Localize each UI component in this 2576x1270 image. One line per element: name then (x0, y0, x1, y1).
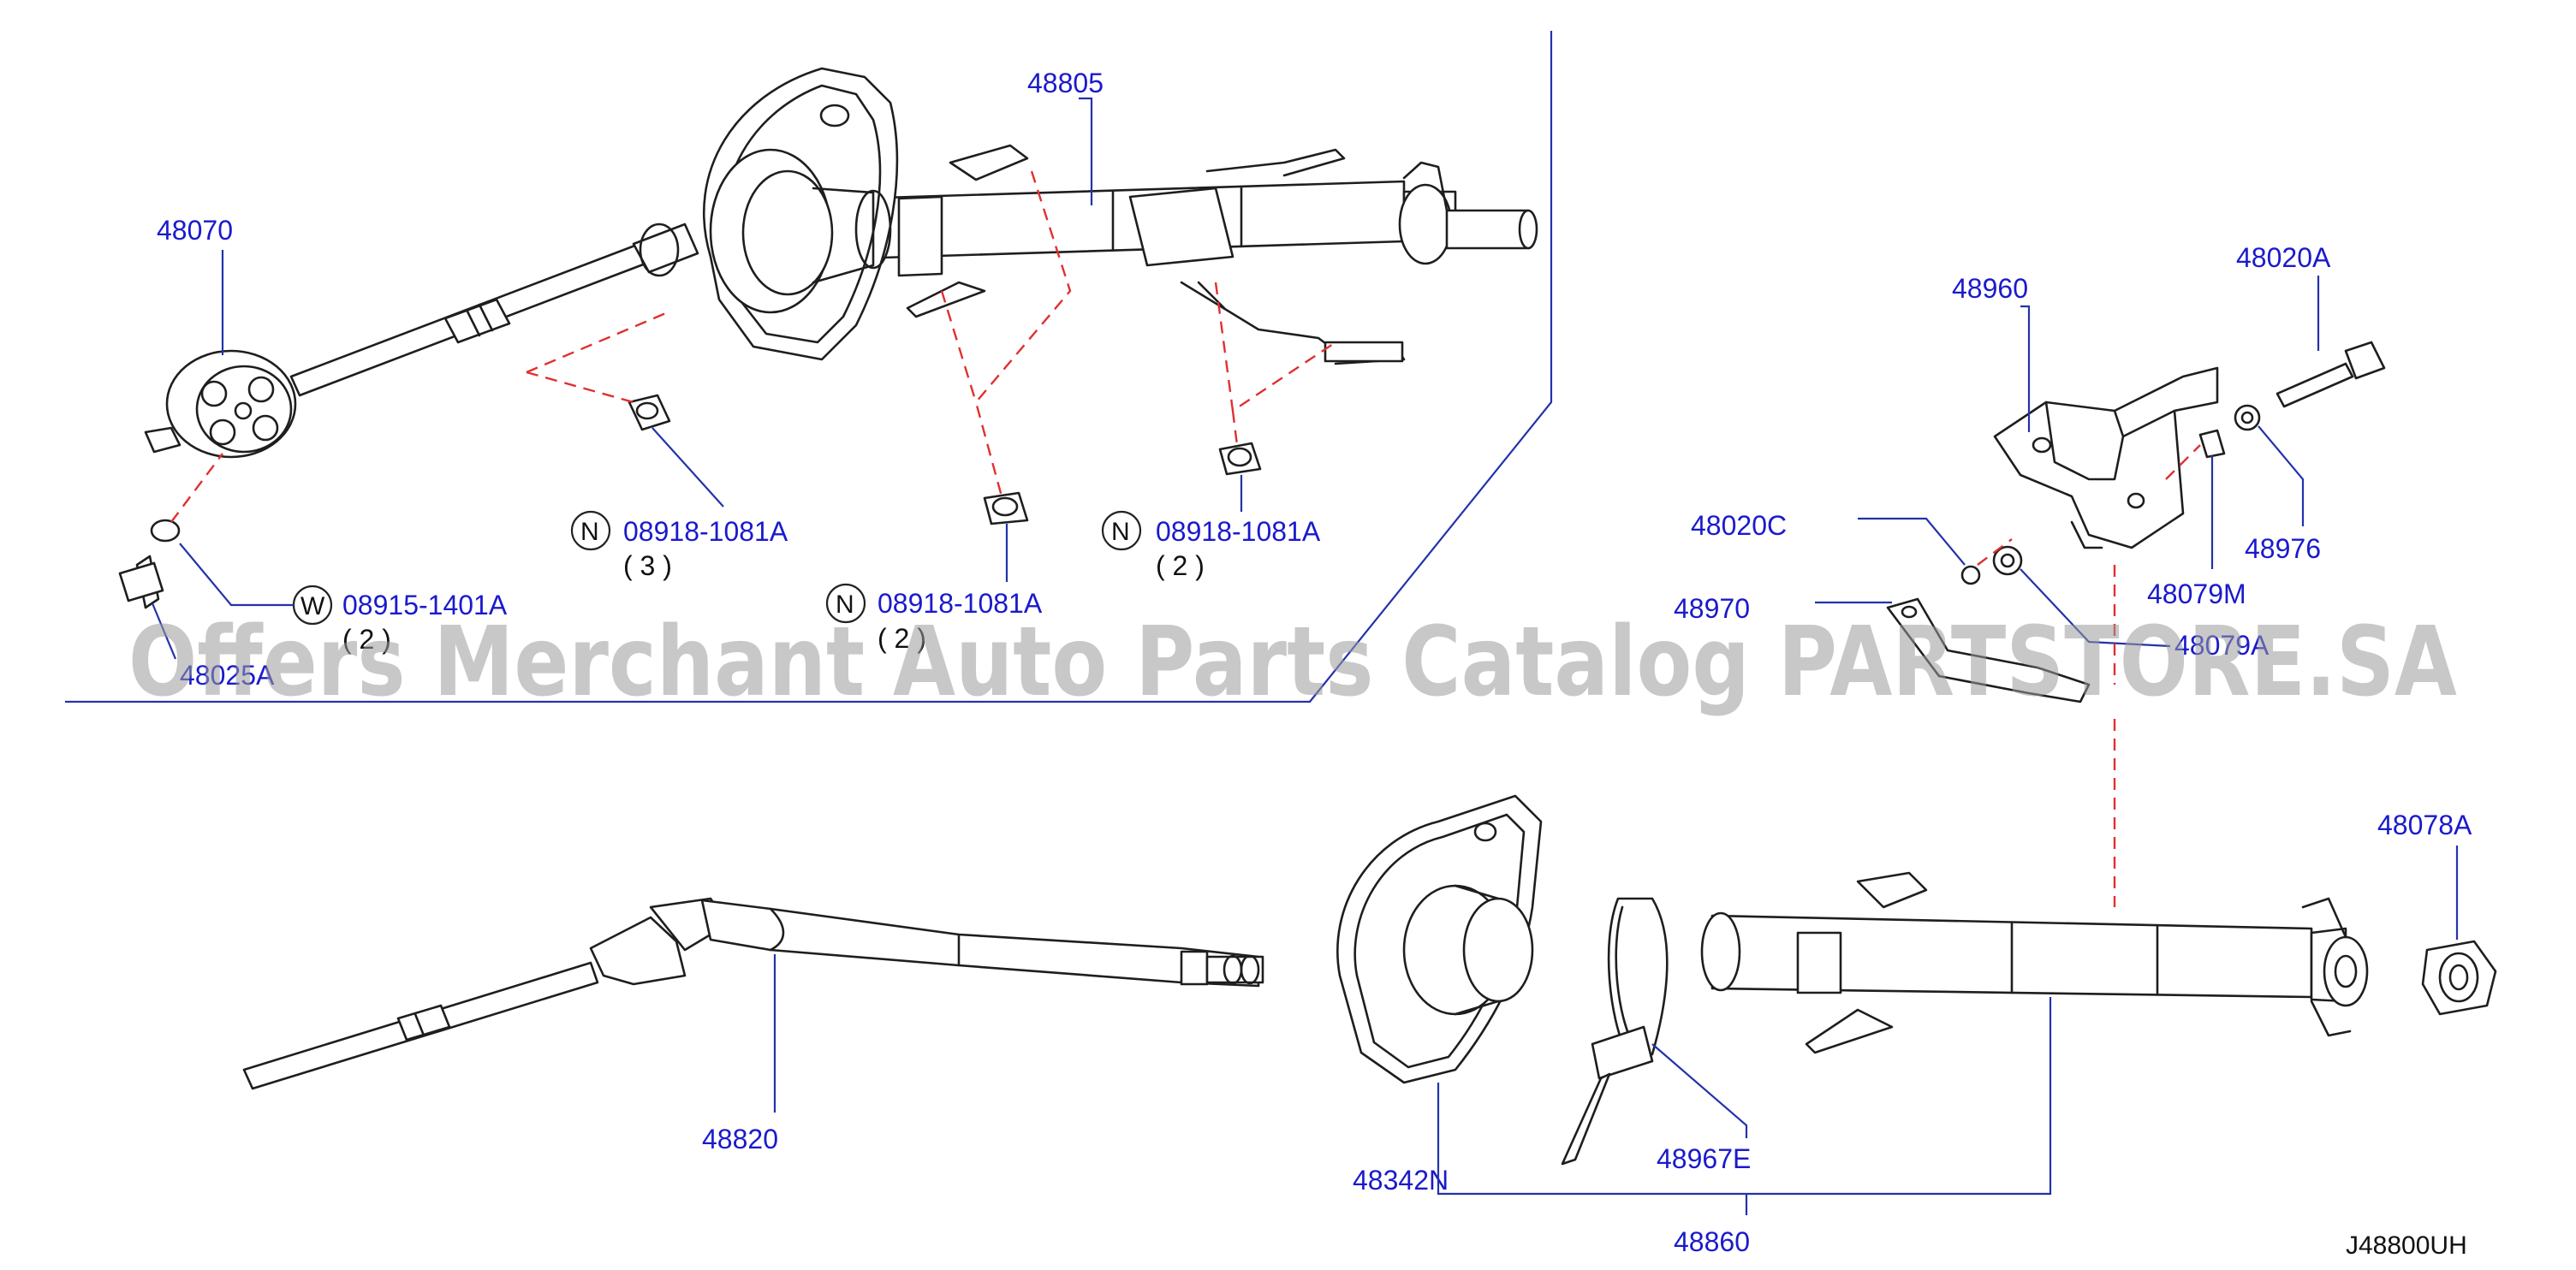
label-48078A: 48078A (2377, 810, 2472, 840)
leader-n1 (651, 427, 724, 507)
part-48078A-nut (2421, 940, 2497, 1016)
leader-48805 (1079, 97, 1093, 205)
part-48025A-bolt (118, 519, 181, 609)
leader-48976 (2258, 425, 2305, 526)
leader-48079A (2020, 568, 2171, 648)
label-48860: 48860 (1674, 1226, 1750, 1257)
fastener-n1-qty: ( 3 ) (623, 550, 672, 581)
leader-w (179, 543, 294, 607)
leader-48020C (1858, 517, 1966, 566)
dashlines-right (1977, 444, 2201, 907)
fastener-w-code: 08915-1401A (342, 590, 508, 620)
nut-upper-3 (1218, 442, 1262, 476)
part-48960-bracket (1993, 366, 2219, 549)
label-48960: 48960 (1952, 273, 2028, 304)
leader-48967E (1651, 1043, 1748, 1138)
part-48976-washer (2234, 404, 2261, 431)
part-48820-shaft (242, 897, 1264, 1090)
fastener-n2-prefix: N (836, 590, 854, 619)
fastener-n3-prefix: N (1111, 518, 1130, 546)
fastener-n3-code: 08918-1081A (1156, 516, 1321, 547)
label-48025A: 48025A (180, 660, 275, 691)
part-48967E-strap (1561, 897, 1669, 1166)
part-48970-bracket (1886, 597, 2091, 703)
leader-48860 (1437, 997, 2052, 1215)
fastener-w-qty: ( 2 ) (342, 624, 391, 655)
fastener-n3-qty: ( 2 ) (1156, 550, 1205, 581)
label-48976: 48976 (2245, 533, 2321, 564)
fastener-n1-symbol (570, 510, 611, 551)
part-48020C-washer (1960, 565, 1981, 585)
fastener-n1-prefix: N (580, 518, 599, 546)
label-48079A: 48079A (2174, 630, 2270, 661)
part-48079A-washer (1992, 545, 2023, 576)
fastener-n2-symbol (825, 583, 866, 624)
fastener-n2-qty: ( 2 ) (878, 623, 926, 654)
diagram-code: J48800UH (2346, 1231, 2467, 1260)
fastener-w-prefix: W (300, 592, 325, 620)
fastener-n1-code: 08918-1081A (623, 516, 788, 547)
inset-frame-line (65, 31, 1553, 703)
label-48820: 48820 (702, 1124, 778, 1154)
label-48970: 48970 (1674, 593, 1750, 624)
label-48805: 48805 (1027, 68, 1104, 98)
part-48079M-clip (2198, 429, 2226, 459)
label-48079M: 48079M (2147, 579, 2246, 609)
nut-upper-2 (983, 491, 1029, 525)
label-48342N: 48342N (1353, 1165, 1449, 1196)
label-48020A: 48020A (2236, 242, 2331, 273)
steering-column-upper (289, 67, 1538, 397)
label-48967E: 48967E (1657, 1143, 1751, 1174)
dashline-joint-bolt (170, 453, 223, 523)
label-48070: 48070 (157, 215, 233, 246)
part-48020A-bolt (2276, 341, 2386, 408)
nut-upper-1 (628, 394, 671, 431)
fastener-n3-symbol (1101, 510, 1142, 551)
label-48020C: 48020C (1691, 510, 1787, 541)
part-48070-joint (144, 349, 297, 459)
leader-48025A (151, 602, 177, 660)
part-48860-column (1700, 871, 2369, 1054)
watermark: Offers Merchant Auto Parts Catalog PARTS… (128, 607, 2457, 718)
dashlines-upper (526, 170, 1336, 497)
leader-48960 (2020, 305, 2031, 432)
part-48342N-cover (1336, 794, 1543, 1084)
fastener-n2-code: 08918-1081A (878, 588, 1043, 619)
